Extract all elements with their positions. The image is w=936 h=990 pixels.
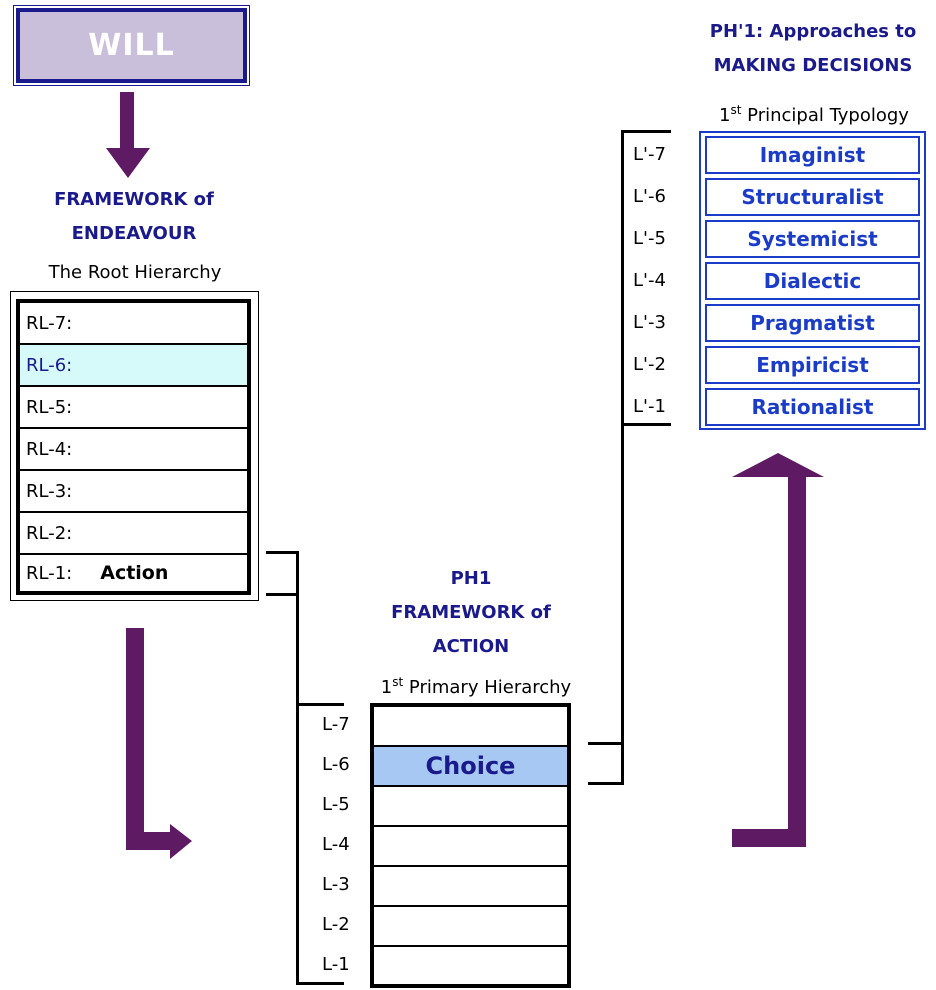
root-row-1: RL-1: Action: [20, 555, 247, 591]
decisions-title-line1: PH'1: Approaches to: [709, 21, 917, 42]
root-row-5: RL-5:: [20, 387, 247, 429]
typology-level-label: L'-2: [633, 354, 666, 375]
endeavour-title-line2: ENDEAVOUR: [71, 223, 197, 244]
bent-up-arrow-icon: [732, 453, 824, 847]
primary-hierarchy-heading-sup: st: [392, 675, 404, 689]
primary-level-label: L-3: [322, 874, 350, 895]
typology-item-structuralist: Structuralist: [705, 178, 920, 216]
primary-row-4: [374, 827, 567, 867]
root-row-3: RL-3:: [20, 471, 247, 513]
connector-line: [588, 782, 624, 785]
connector-line: [621, 130, 671, 133]
primary-level-label: L-4: [322, 834, 350, 855]
principal-typology-heading-sup: st: [730, 103, 742, 117]
primary-level-label: L-6: [322, 754, 350, 775]
root-row-2: RL-2:: [20, 513, 247, 555]
typology-item-dialectic: Dialectic: [705, 262, 920, 300]
root-row-label: RL-5:: [26, 396, 73, 418]
root-row-label: RL-2:: [26, 522, 73, 544]
connector-line: [588, 742, 624, 745]
root-hierarchy-frame: [10, 291, 259, 601]
action-title-line1: PH1: [450, 568, 492, 589]
root-row-7: RL-7:: [20, 303, 247, 345]
primary-level-label: L-5: [322, 794, 350, 815]
connector-line: [266, 593, 299, 596]
root-row-text: Action: [100, 562, 169, 584]
primary-level-label: L-2: [322, 914, 350, 935]
root-hierarchy-table: RL-7: RL-6: RL-5: RL-4: RL-3: RL-2: RL-1…: [16, 299, 251, 595]
typology-level-label: L'-3: [633, 312, 666, 333]
primary-row-1: [374, 947, 567, 984]
primary-row-6: Choice: [374, 747, 567, 787]
endeavour-title-line1: FRAMEWORK of: [54, 189, 214, 210]
connector-line: [296, 982, 344, 985]
root-row-label: RL-6:: [26, 354, 73, 376]
typology-item-imaginist: Imaginist: [705, 136, 920, 174]
typology-level-label: L'-5: [633, 228, 666, 249]
root-row-6: RL-6:: [20, 345, 247, 387]
root-row-label: RL-3:: [26, 480, 73, 502]
endeavour-title: FRAMEWORK of ENDEAVOUR: [40, 183, 228, 251]
root-row-label: RL-7:: [26, 312, 73, 334]
primary-row-2: [374, 907, 567, 947]
typology-item-pragmatist: Pragmatist: [705, 304, 920, 342]
principal-typology-table: Imaginist Structuralist Systemicist Dial…: [699, 131, 926, 430]
connector-line: [621, 130, 624, 785]
primary-row-5: [374, 787, 567, 827]
typology-item-rationalist: Rationalist: [705, 388, 920, 426]
primary-level-label: L-7: [322, 714, 350, 735]
typology-level-label: L'-7: [633, 144, 666, 165]
root-hierarchy-heading: The Root Hierarchy: [48, 262, 222, 283]
root-row-label: RL-4:: [26, 438, 73, 460]
decisions-title: PH'1: Approaches to MAKING DECISIONS: [690, 15, 936, 83]
action-title: PH1 FRAMEWORK of ACTION: [370, 562, 572, 664]
primary-hierarchy-table: Choice: [370, 703, 571, 988]
primary-hierarchy-heading-text: Primary Hierarchy: [403, 677, 572, 698]
typology-level-label: L'-4: [633, 270, 666, 291]
primary-row-3: [374, 867, 567, 907]
principal-typology-heading: 1st Principal Typology: [694, 103, 934, 126]
decisions-title-line2: MAKING DECISIONS: [713, 55, 913, 76]
action-title-line3: ACTION: [432, 636, 510, 657]
action-title-line2: FRAMEWORK of: [391, 602, 551, 623]
connector-line: [266, 551, 299, 554]
connector-line: [296, 551, 299, 985]
principal-typology-heading-text: Principal Typology: [741, 105, 909, 126]
connector-line: [621, 423, 671, 426]
root-row-label: RL-1:: [26, 562, 73, 584]
bent-arrow-icon: [126, 628, 192, 859]
primary-hierarchy-heading-num: 1: [380, 677, 393, 698]
root-row-4: RL-4:: [20, 429, 247, 471]
will-box: WILL: [13, 5, 250, 86]
typology-level-label: L'-6: [633, 186, 666, 207]
typology-level-label: L'-1: [633, 396, 666, 417]
primary-level-label: L-1: [322, 954, 350, 975]
will-label: WILL: [88, 28, 175, 63]
connector-line: [296, 703, 344, 706]
primary-hierarchy-heading: 1st Primary Hierarchy: [356, 675, 596, 698]
principal-typology-heading-num: 1: [719, 105, 731, 126]
down-arrow-icon: [106, 92, 150, 178]
typology-item-empiricist: Empiricist: [705, 346, 920, 384]
primary-row-7: [374, 707, 567, 747]
typology-item-systemicist: Systemicist: [705, 220, 920, 258]
